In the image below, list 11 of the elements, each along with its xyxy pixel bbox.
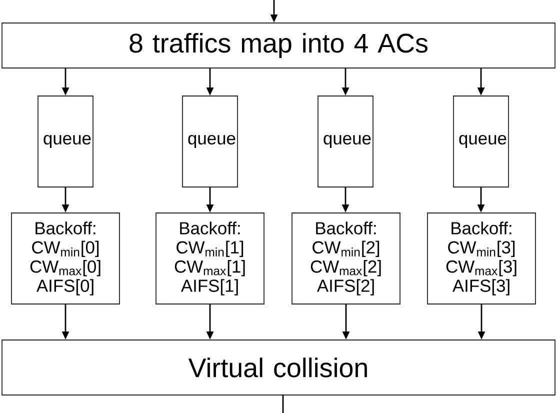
queue-box: queue [318,96,374,188]
backoff-box: Backoff: CW$_{min}$[0] CW$_{max}$[0] AIFS[0] [11,212,120,304]
queue-box: queue [182,96,238,188]
backoff-box: Backoff: CW$_{min}$[1] CW$_{max}$[1] AIFS[1] [156,212,264,304]
queue-box: queue [453,96,509,188]
process-box: Virtual collision [2,340,556,396]
connector-line [282,395,284,413]
queue-box: queue [38,96,94,188]
backoff-box: Backoff: CW$_{min}$[3] CW$_{max}$[3] AIFS[3] [427,212,536,304]
backoff-box: Backoff: CW$_{min}$[2] CW$_{max}$[2] AIFS[2] [292,212,400,304]
process-box: 8 traffics map into 4 ACs [2,22,556,68]
